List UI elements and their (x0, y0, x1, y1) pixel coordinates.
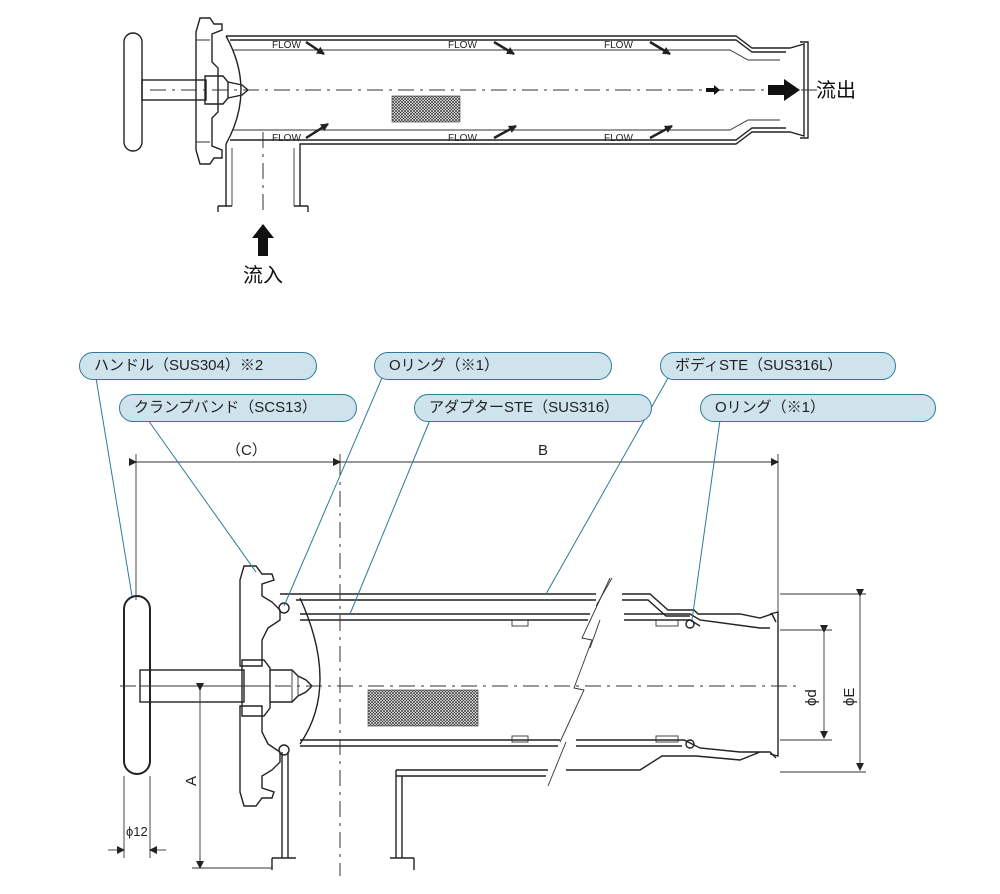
flow-label-1: FLOW (272, 40, 301, 51)
outlet-small-arrow (706, 85, 720, 95)
callout-oring-right: Oリング（※1） (700, 394, 936, 422)
end-cap (299, 597, 321, 745)
clamp-band-upper (239, 565, 281, 667)
inlet-label: 流入 (243, 264, 283, 287)
flow-label-2: FLOW (448, 40, 477, 51)
dim-e-label: ϕE (841, 688, 858, 706)
dimension-lines: （C） B A ϕd ϕE ϕ12 (108, 442, 866, 869)
adapter-tube-upper (300, 613, 770, 629)
dim-handle-label: ϕ12 (126, 824, 148, 839)
flow-label-4: FLOW (272, 133, 301, 144)
outlet-arrow (768, 79, 800, 101)
flow-label-5: FLOW (448, 133, 477, 144)
flow-arrow (305, 122, 329, 140)
filter-mesh (367, 689, 479, 727)
callout-adapter: アダプターSTE（SUS316） (414, 394, 652, 422)
leader-lines (95, 377, 721, 621)
inlet-arrow (252, 224, 274, 256)
callout-oring-left: Oリング（※1） (374, 352, 612, 380)
break-line (559, 577, 611, 743)
callout-body: ボディSTE（SUS316L） (660, 352, 896, 380)
top-mesh (391, 95, 461, 123)
flow-arrow (493, 40, 515, 56)
dim-a-label: A (183, 776, 200, 786)
callout-handle: ハンドル（SUS304）※2 (79, 352, 317, 380)
outlet-label: 流出 (816, 79, 856, 102)
handle-wheel (123, 595, 151, 775)
flow-label-3: FLOW (604, 40, 633, 51)
inlet-pipe (271, 752, 415, 870)
flow-arrow (649, 40, 671, 56)
flow-arrow (305, 40, 325, 56)
dim-d-label: ϕd (803, 689, 820, 706)
top-body-tube (226, 35, 805, 206)
top-handle-wheel (123, 32, 143, 152)
flow-arrow (493, 124, 517, 140)
dim-c-label: （C） (226, 442, 267, 459)
oring-left-lower (278, 744, 290, 756)
body-tube-upper (280, 593, 777, 623)
oring-left-upper (278, 602, 290, 614)
flow-diagram: FLOW FLOW FLOW FLOW FLOW FLOW 流出 流入 (123, 17, 856, 287)
dim-b-label: B (538, 442, 548, 459)
oring-right-upper (685, 619, 695, 629)
body-tube-lower (300, 739, 777, 777)
flow-label-6: FLOW (604, 133, 633, 144)
flow-arrow (649, 124, 673, 140)
top-inlet-pipe (217, 144, 309, 212)
dimension-drawing (120, 460, 800, 876)
clamp-band-lower (239, 705, 281, 807)
hex-nut (241, 659, 271, 717)
top-clamp (195, 17, 223, 165)
callout-clamp-band: クランプバンド（SCS13） (119, 394, 357, 422)
